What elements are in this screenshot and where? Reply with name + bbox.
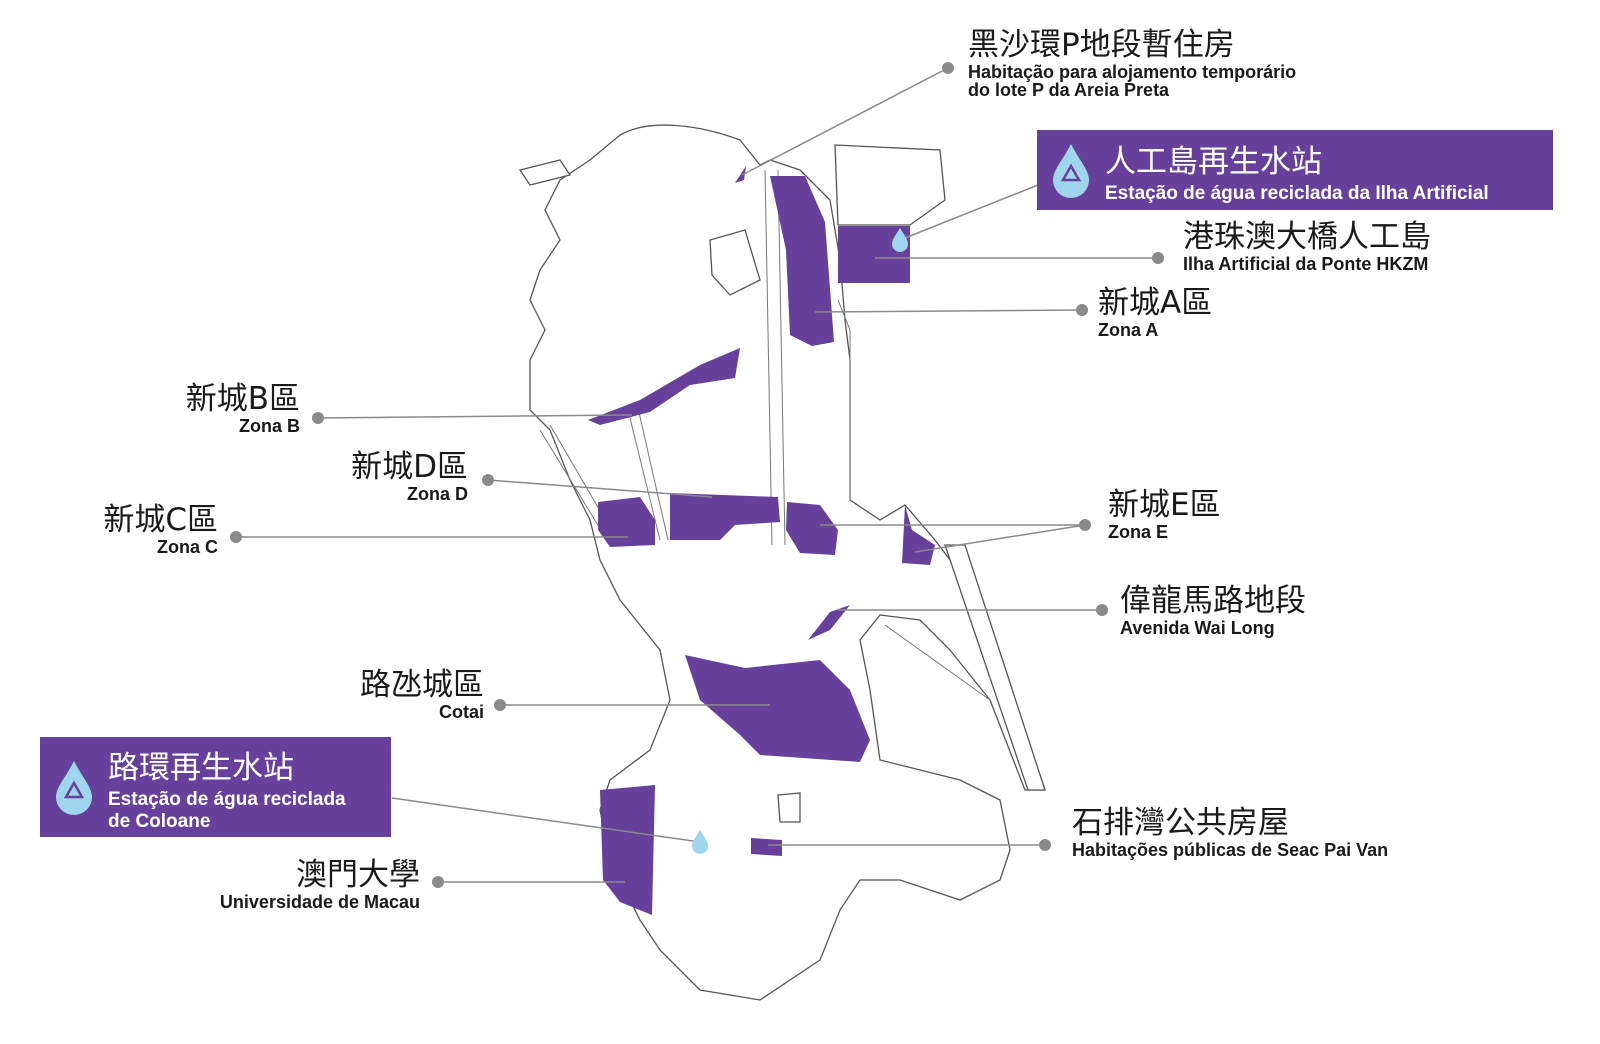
label-zona-c: 新城C區 Zona C — [103, 502, 218, 557]
label-zh: 石排灣公共房屋 — [1072, 805, 1289, 841]
label-pt: Zona A — [1098, 320, 1159, 340]
label-zh: 人工島再生水站 — [1105, 143, 1322, 180]
label-zh: 新城E區 — [1108, 487, 1221, 523]
label-zh: 新城B區 — [185, 381, 300, 417]
label-ilha-station: 人工島再生水站 Estação de água reciclada da Ilh… — [1037, 130, 1553, 210]
label-wai-long: 偉龍馬路地段 Avenida Wai Long — [1120, 583, 1306, 638]
zone-lote-p — [735, 166, 746, 183]
label-zh: 澳門大學 — [296, 857, 420, 893]
label-pt: do lote P da Areia Preta — [968, 80, 1170, 100]
zone-cotai — [685, 655, 870, 762]
label-seac-pai-van: 石排灣公共房屋 Habitações públicas de Seac Pai … — [1072, 805, 1389, 860]
airport-runway — [944, 544, 1046, 791]
label-pt: Universidade de Macau — [219, 892, 420, 912]
label-pt: Zona E — [1108, 522, 1169, 542]
zone-a — [770, 176, 834, 346]
leader-lines — [236, 67, 1158, 883]
label-pt: Zona D — [407, 484, 468, 504]
label-zona-b: 新城B區 Zona B — [185, 381, 300, 436]
label-zh: 路環再生水站 — [108, 749, 294, 786]
label-pt: Zona C — [157, 537, 218, 557]
label-um: 澳門大學 Universidade de Macau — [219, 857, 420, 912]
reservoir — [709, 229, 761, 296]
bridge-road — [764, 169, 786, 546]
leader-dots — [230, 62, 1164, 888]
zone-e-west — [786, 502, 838, 555]
artificial-island-north — [834, 144, 946, 226]
label-pt: Ilha Artificial da Ponte HKZM — [1183, 254, 1429, 274]
bridge-road — [884, 624, 991, 701]
macau-landmass — [529, 124, 1046, 1001]
zone-d — [670, 493, 780, 540]
label-zh: 黑沙環P地段暫住房 — [968, 27, 1235, 63]
zone-um — [600, 785, 655, 915]
label-hkzm: 港珠澳大橋人工島 Ilha Artificial da Ponte HKZM — [1183, 219, 1431, 274]
label-zh: 港珠澳大橋人工島 — [1183, 219, 1431, 255]
label-zona-a: 新城A區 Zona A — [1098, 285, 1213, 340]
label-cotai: 路氹城區 Cotai — [360, 667, 484, 722]
label-pt: Estação de água reciclada — [108, 788, 346, 810]
label-pt: de Coloane — [108, 810, 211, 832]
label-pt: Habitação para alojamento temporário — [968, 62, 1297, 82]
recycled-water-drop-icon — [52, 759, 96, 815]
zone-wai-long — [808, 605, 850, 640]
label-pt: Estação de água reciclada da Ilha Artifi… — [1105, 182, 1489, 204]
label-pt: Avenida Wai Long — [1120, 618, 1275, 638]
label-zona-d: 新城D區 Zona D — [351, 449, 468, 504]
label-zh: 新城A區 — [1098, 285, 1213, 321]
label-zh: 路氹城區 — [360, 667, 484, 703]
label-coloane-station: 路環再生水站 Estação de água reciclada de Colo… — [40, 737, 391, 837]
small-islet — [777, 792, 801, 823]
land-outline — [518, 124, 1046, 1001]
zones — [588, 166, 935, 915]
label-pt: Habitações públicas de Seac Pai Van — [1072, 840, 1389, 860]
label-zh: 偉龍馬路地段 — [1120, 583, 1306, 619]
zone-seac-pai-van — [751, 838, 782, 856]
zone-b — [588, 348, 740, 425]
bridge-road — [837, 299, 851, 500]
recycled-water-drop-icon — [1049, 142, 1093, 198]
label-zh: 新城D區 — [351, 449, 468, 485]
label-areia-preta: 黑沙環P地段暫住房 Habitação para alojamento temp… — [968, 27, 1297, 100]
label-zona-e: 新城E區 Zona E — [1108, 487, 1221, 542]
recycled-water-drop-icon — [692, 228, 908, 854]
zone-c — [598, 497, 655, 547]
label-pt: Zona B — [239, 416, 300, 436]
pier — [518, 159, 572, 186]
label-pt: Cotai — [439, 702, 484, 722]
label-zh: 新城C區 — [103, 502, 218, 538]
bridge-road — [627, 407, 669, 541]
